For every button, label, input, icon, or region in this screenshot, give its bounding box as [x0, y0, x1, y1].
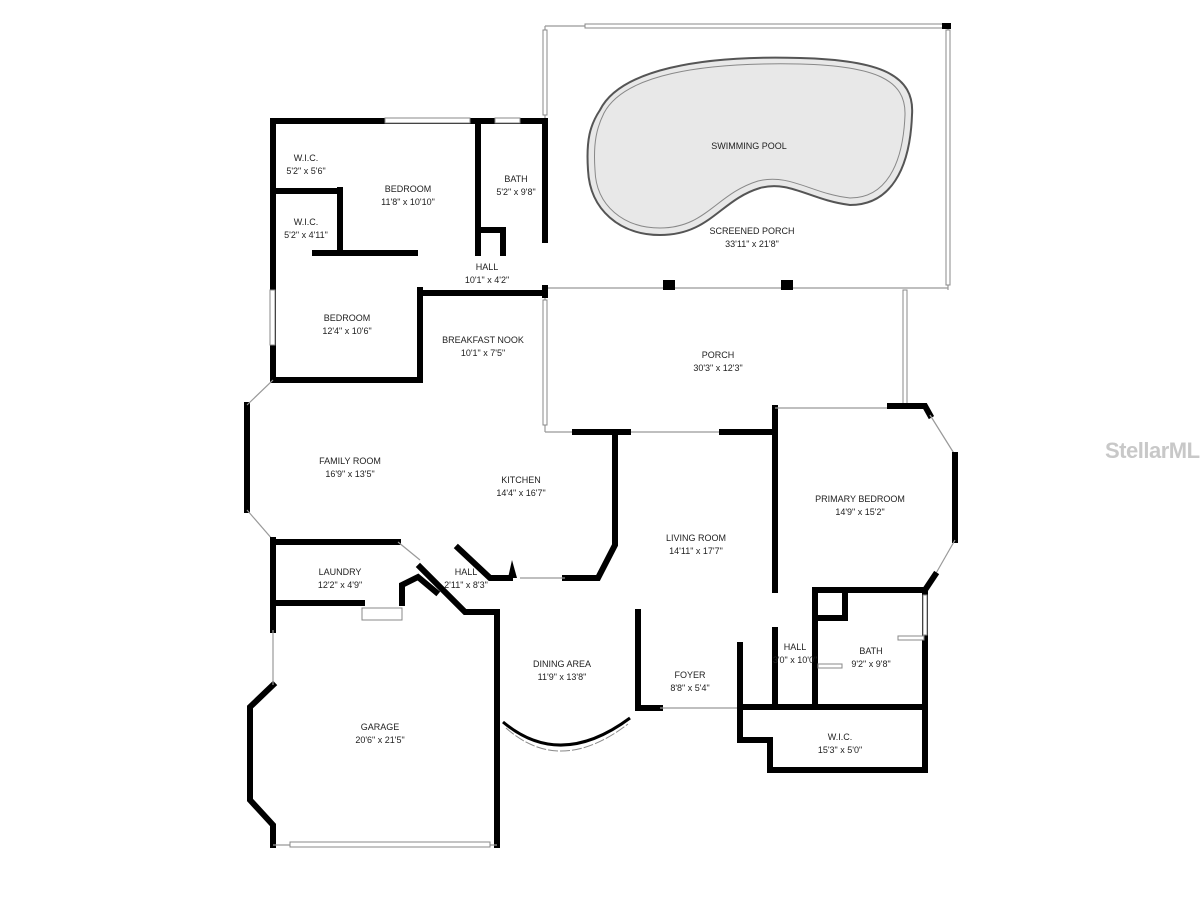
- screened-porch-walls: [542, 23, 951, 290]
- room-label-swimming-pool: SWIMMING POOL: [711, 141, 787, 151]
- room-label-wic-2: W.I.C.5'2" x 4'11": [284, 217, 328, 240]
- swimming-pool-shape: [586, 56, 914, 237]
- watermark-logo: StellarMLS: [1105, 438, 1200, 463]
- room-label-wic-3: W.I.C.15'3" x 5'0": [817, 732, 863, 755]
- interior-walls: [244, 117, 958, 848]
- room-label-wic-1: W.I.C.5'2" x 5'6": [286, 153, 326, 176]
